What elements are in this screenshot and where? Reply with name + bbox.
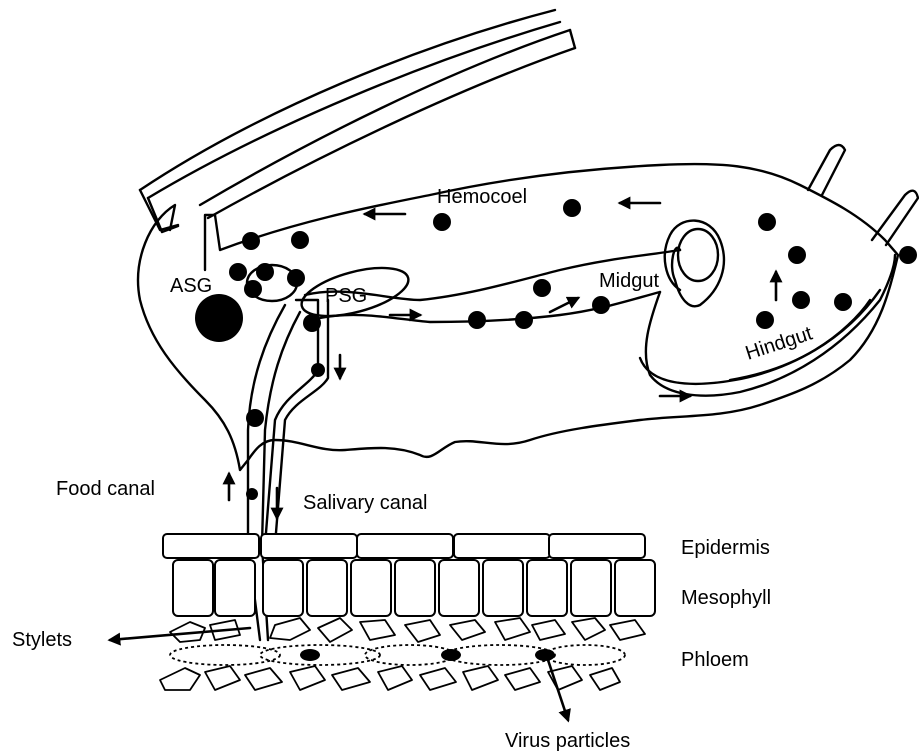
label-hindgut: Hindgut — [743, 322, 816, 364]
label-food-canal: Food canal — [56, 478, 155, 500]
label-stylets: Stylets — [12, 629, 72, 651]
stylets-pointer — [110, 628, 250, 640]
label-asg: ASG — [170, 275, 212, 297]
label-midgut: Midgut — [599, 270, 659, 292]
label-phloem: Phloem — [681, 649, 749, 671]
label-mesophyll: Mesophyll — [681, 587, 771, 609]
label-salivary-canal: Salivary canal — [303, 492, 428, 514]
epidermis-layer — [163, 534, 645, 558]
siphunculi — [808, 145, 918, 245]
label-virus-particles: Virus particles — [505, 730, 630, 752]
label-epidermis: Epidermis — [681, 537, 770, 559]
virus-reservoir-dot — [195, 294, 243, 342]
mesophyll-layer — [173, 560, 655, 616]
label-psg: PSG — [325, 285, 367, 307]
label-hemocoel: Hemocoel — [437, 186, 527, 208]
